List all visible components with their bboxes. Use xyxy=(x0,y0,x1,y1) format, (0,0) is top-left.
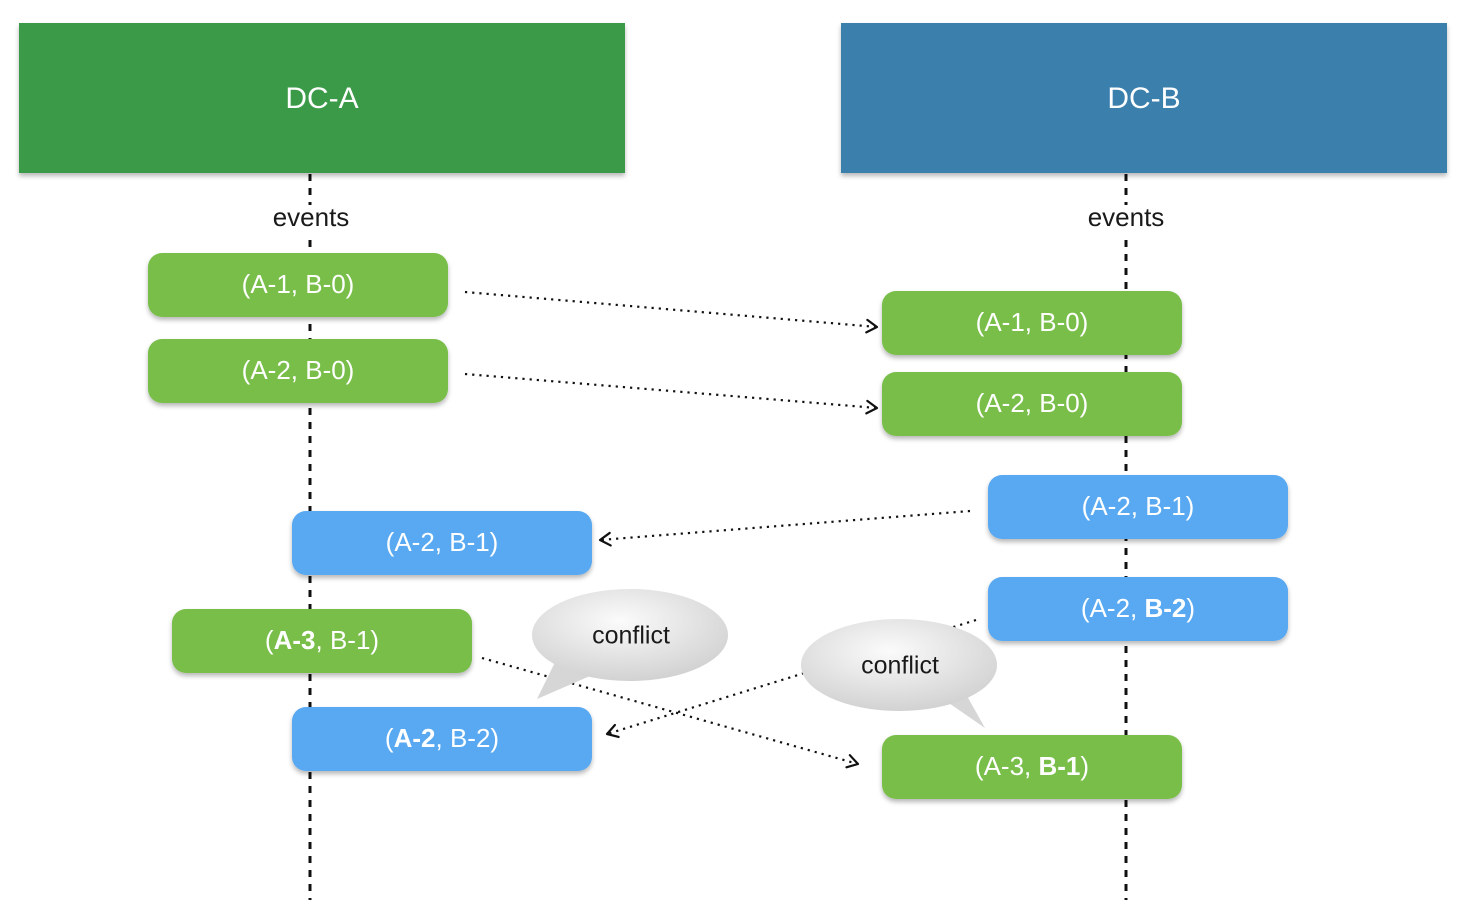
conflict-bubble-right: conflict xyxy=(801,619,997,728)
event-label-b2: (A-2, B-0) xyxy=(976,388,1089,418)
replication-arrow-a2-to-b2 xyxy=(464,372,879,415)
event-label-a5: (A-2, B-2) xyxy=(385,723,499,753)
arrowhead xyxy=(865,399,879,415)
dc-a-header: DC-A xyxy=(19,23,625,173)
arrowhead xyxy=(598,531,612,547)
dc-b-events-label: events xyxy=(1088,202,1165,232)
event-pill-b1: (A-1, B-0) xyxy=(882,291,1182,355)
arrowhead xyxy=(865,318,879,334)
event-pill-b3: (A-2, B-1) xyxy=(988,475,1288,539)
dc-a-events-label: events xyxy=(273,202,350,232)
replication-arrow-b4-to-a5 xyxy=(605,618,977,739)
replication-arrow-b3-to-a3 xyxy=(598,509,971,547)
conflict-label-right: conflict xyxy=(861,652,939,680)
event-label-b4: (A-2, B-2) xyxy=(1081,593,1195,623)
event-pill-b4: (A-2, B-2) xyxy=(988,577,1288,641)
event-label-a3: (A-2, B-1) xyxy=(386,527,499,557)
dc-b-title: DC-B xyxy=(1107,82,1180,115)
event-pill-a4: (A-3, B-1) xyxy=(172,609,472,673)
conflict-bubble-left: conflict xyxy=(532,589,728,699)
event-pill-a1: (A-1, B-0) xyxy=(148,253,448,317)
event-label-b1: (A-1, B-0) xyxy=(976,307,1089,337)
replication-arrow-a1-to-b1 xyxy=(464,290,879,334)
conflict-label-left: conflict xyxy=(592,622,670,650)
event-pill-a2: (A-2, B-0) xyxy=(148,339,448,403)
arrowhead xyxy=(845,754,860,769)
event-pill-a3: (A-2, B-1) xyxy=(292,511,592,575)
arrowhead xyxy=(605,723,620,739)
event-pills: (A-1, B-0) (A-2, B-0) (A-2, B-1) (A-3, B-1)… xyxy=(148,253,1288,799)
event-label-a4: (A-3, B-1) xyxy=(265,625,379,655)
event-label-b5: (A-3, B-1) xyxy=(975,751,1089,781)
dc-b-header: DC-B xyxy=(841,23,1447,173)
replication-arrow-a4-to-b5 xyxy=(481,656,860,769)
dc-a-title: DC-A xyxy=(285,82,358,115)
event-pill-a5: (A-2, B-2) xyxy=(292,707,592,771)
event-pill-b5: (A-3, B-1) xyxy=(882,735,1182,799)
replication-arrows xyxy=(464,290,977,769)
event-label-a2: (A-2, B-0) xyxy=(242,355,355,385)
event-pill-b2: (A-2, B-0) xyxy=(882,372,1182,436)
event-label-a1: (A-1, B-0) xyxy=(242,269,355,299)
event-label-b3: (A-2, B-1) xyxy=(1082,491,1195,521)
